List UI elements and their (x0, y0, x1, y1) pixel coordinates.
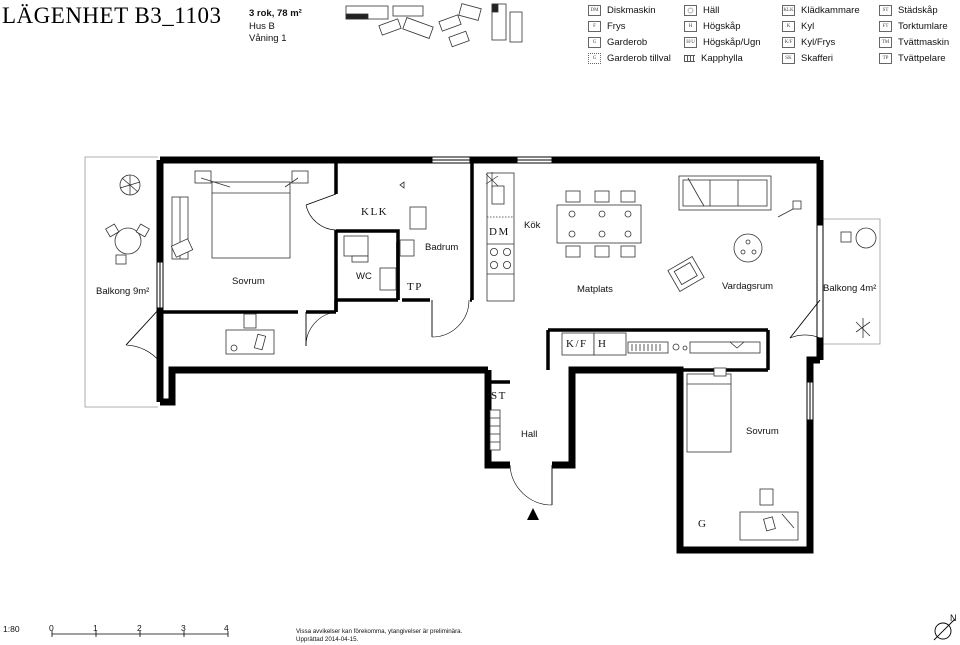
room-code-dm: DM (489, 226, 510, 238)
kitchen-counter (486, 172, 515, 302)
coffee-table (733, 233, 763, 263)
interior-walls (160, 160, 770, 384)
bath-fixtures (343, 181, 427, 291)
legend-code: F (588, 21, 601, 32)
room-label-hall: Hall (521, 429, 538, 440)
hall-storage (489, 409, 501, 451)
desk-bedroom2 (739, 488, 799, 541)
legend-code: H (684, 21, 697, 32)
windows (156, 156, 824, 421)
bed-single (686, 367, 732, 453)
hob-icon (684, 5, 697, 16)
legend-code: FT (879, 21, 892, 32)
north-arrow-icon (933, 618, 956, 641)
scale-ratio: 1:80 (3, 624, 20, 634)
room-label-sovrum-2: Sovrum (746, 426, 779, 437)
dining-table (556, 190, 642, 258)
scale-tick-label: 0 (49, 623, 54, 633)
storage-corridor (561, 332, 761, 356)
wardrobe-bedroom (170, 196, 194, 260)
legend-code: KLK (782, 5, 795, 16)
room-label-wc: WC (356, 271, 372, 282)
floor: Våning 1 (249, 33, 287, 44)
balcony-furniture-east (840, 227, 877, 338)
north-label: N (950, 613, 957, 623)
legend-code: G (588, 53, 601, 64)
legend-code: SK (782, 53, 795, 64)
bed-double (194, 170, 309, 259)
legend-item: Kapphylla (684, 53, 743, 64)
scale-bar (51, 631, 229, 637)
doors (125, 193, 821, 506)
desk-bedroom (225, 313, 275, 355)
apartment-info: 3 rok, 78 m² Hus B Våning 1 (249, 8, 302, 46)
building: Hus B (249, 20, 275, 32)
walls (156, 156, 824, 554)
legend-code: ST (879, 5, 892, 16)
plant-kitchen (485, 172, 499, 188)
rooms-area: 3 rok, 78 m² (249, 8, 302, 19)
scale-tick-label: 1 (93, 623, 98, 633)
legend-code: TP (879, 53, 892, 64)
room-code-st: ST (491, 390, 507, 402)
room-code-g: G (698, 518, 708, 530)
sofa (678, 175, 772, 211)
room-code-klk: KLK (361, 206, 389, 218)
floor-lamp (777, 200, 802, 218)
legend-item: Häll (684, 5, 719, 16)
legend-code: G (588, 37, 601, 48)
room-code-h: H (598, 338, 608, 350)
scale-tick-label: 4 (224, 623, 229, 633)
entrance-arrow-icon (527, 508, 539, 520)
scale-tick-label: 2 (137, 623, 142, 633)
room-label-kok: Kök (524, 220, 541, 231)
key-plan (345, 3, 523, 48)
legend-code: H/U (684, 37, 697, 48)
balcony-east (817, 218, 881, 345)
scale-tick-label: 3 (181, 623, 186, 633)
balcony-furniture-west (105, 174, 150, 265)
room-label-matplats: Matplats (577, 284, 613, 295)
room-code-tp: TP (407, 281, 423, 293)
room-label-balkong-east: Balkong 4m² (823, 283, 877, 294)
coat-rack-icon (684, 54, 695, 62)
room-label-vardagsrum: Vardagsrum (722, 281, 774, 292)
legend-code: K/F (782, 37, 795, 48)
room-code-kf: K/F (566, 338, 588, 350)
armchair (667, 256, 705, 292)
legend-code: TM (879, 37, 892, 48)
room-label-badrum: Badrum (425, 242, 459, 253)
room-label-sovrum-1: Sovrum (232, 276, 265, 287)
room-label-balkong-west: Balkong 9m² (96, 286, 150, 297)
balcony-west (84, 156, 158, 408)
legend-code: DM (588, 5, 601, 16)
legend-code: K (782, 21, 795, 32)
plan-title: LÄGENHET B3_1103 (2, 3, 222, 28)
disclaimer: Vissa avvikelser kan förekomma, ytangive… (296, 628, 463, 643)
